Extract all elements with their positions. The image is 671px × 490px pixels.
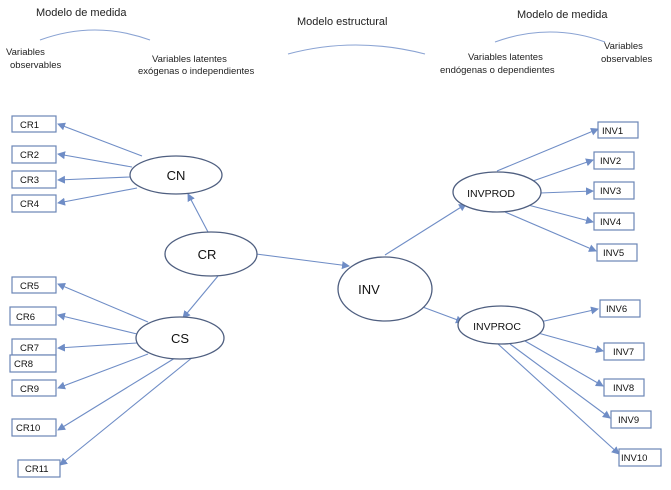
indicator-cr8: CR8: [9, 354, 57, 373]
header-left: Modelo de medida: [36, 7, 127, 19]
edge-cn-cr3: [57, 175, 131, 184]
indicator-inv6: INV6: [599, 299, 641, 318]
edge-invprod-inv3: [539, 187, 594, 196]
edge-cr-inv: [255, 253, 350, 270]
brace-center: [287, 44, 426, 55]
indicator-cr9: CR9: [11, 379, 57, 397]
left-latent-line2: exógenas o independientes: [138, 66, 254, 77]
indicator-inv5: INV5: [596, 243, 638, 262]
svg-text:CR6: CR6: [16, 312, 35, 323]
edge-cs-cr5: [57, 283, 149, 323]
edge-invproc-inv9: [509, 343, 611, 419]
header-right: Modelo de medida: [517, 9, 608, 21]
indicator-inv2: INV2: [593, 151, 635, 170]
edge-cn-cr2: [57, 151, 133, 168]
indicator-cr1: CR1: [11, 115, 57, 133]
svg-text:INV5: INV5: [603, 248, 624, 259]
svg-text:CR4: CR4: [20, 199, 39, 210]
edge-cn-cr4: [57, 187, 138, 206]
svg-text:INV3: INV3: [600, 186, 621, 197]
svg-text:CR2: CR2: [20, 150, 39, 161]
left-observed-line1: Variables: [6, 47, 45, 58]
latent-cn-label: CN: [167, 168, 186, 183]
brace-left: [39, 29, 151, 41]
edge-cs-cr11: [59, 356, 194, 466]
svg-text:INV8: INV8: [613, 383, 634, 394]
edge-inv-invproc: [419, 305, 464, 324]
latent-invprod: INVPROD: [452, 171, 542, 213]
right-latent-line2: endógenas o dependientes: [440, 65, 555, 76]
indicator-inv4: INV4: [593, 212, 635, 231]
svg-text:CR8: CR8: [14, 359, 33, 370]
latent-inv-label: INV: [358, 282, 380, 297]
brace-right: [494, 31, 606, 43]
header-center: Modelo estructural: [297, 16, 388, 28]
indicator-inv3: INV3: [593, 181, 635, 200]
svg-text:INV7: INV7: [613, 347, 634, 358]
svg-text:CR3: CR3: [20, 175, 39, 186]
latent-cs-label: CS: [171, 331, 189, 346]
svg-text:INV6: INV6: [606, 304, 627, 315]
left-observed-line2: observables: [10, 60, 61, 71]
indicator-cr3: CR3: [11, 170, 57, 189]
svg-text:CR10: CR10: [16, 423, 40, 434]
indicator-inv10: INV10: [618, 448, 662, 467]
indicator-cr6: CR6: [9, 306, 57, 326]
right-observed-line1: Variables: [604, 41, 643, 52]
edge-invprod-inv2: [529, 158, 594, 183]
indicator-cr5: CR5: [11, 276, 57, 294]
edge-cr-cn: [187, 193, 209, 233]
svg-text:CR7: CR7: [20, 343, 39, 354]
edge-inv-invprod: [384, 203, 467, 256]
edge-invprod-inv5: [504, 211, 597, 252]
indicator-inv8: INV8: [603, 378, 645, 397]
indicator-cr10: CR10: [11, 418, 57, 437]
svg-text:INV10: INV10: [621, 453, 647, 464]
svg-text:INV9: INV9: [618, 415, 639, 426]
svg-text:INV2: INV2: [600, 156, 621, 167]
edge-invprod-inv1: [496, 127, 599, 172]
right-latent-line1: Variables latentes: [468, 52, 543, 63]
latent-inv: INV: [337, 256, 433, 322]
latent-invproc: INVPROC: [457, 305, 545, 345]
svg-text:CR11: CR11: [25, 464, 49, 475]
indicator-cr4: CR4: [11, 194, 57, 213]
left-latent-line1: Variables latentes: [152, 54, 227, 65]
edge-cn-cr1: [57, 122, 143, 157]
indicator-inv1: INV1: [597, 121, 639, 139]
edge-cs-cr7: [57, 342, 138, 352]
indicator-inv9: INV9: [610, 410, 652, 429]
indicator-cr7: CR7: [11, 338, 57, 356]
latent-invprod-label: INVPROD: [467, 188, 515, 200]
svg-text:CR5: CR5: [20, 281, 39, 292]
indicator-cr11: CR11: [17, 459, 61, 478]
right-observed-line2: observables: [601, 54, 652, 65]
latent-cn: CN: [129, 155, 223, 195]
edge-invproc-inv6: [539, 306, 599, 323]
latent-invproc-label: INVPROC: [473, 321, 521, 333]
edge-cs-cr6: [57, 312, 138, 335]
latent-cs: CS: [135, 316, 225, 360]
edge-cs-cr9: [57, 353, 149, 390]
edge-invprod-inv4: [527, 204, 594, 225]
indicator-inv7: INV7: [603, 342, 645, 361]
svg-text:CR1: CR1: [20, 120, 39, 131]
indicator-cr2: CR2: [11, 145, 57, 164]
latent-cr-label: CR: [198, 247, 217, 262]
svg-text:INV1: INV1: [602, 126, 623, 137]
edge-invproc-inv8: [524, 340, 604, 387]
edge-cs-cr10: [57, 357, 176, 431]
edge-invproc-inv10: [497, 343, 620, 455]
edge-cr-cs: [182, 275, 219, 319]
svg-text:CR9: CR9: [20, 384, 39, 395]
svg-text:INV4: INV4: [600, 217, 621, 228]
latent-cr: CR: [164, 231, 258, 277]
edge-invproc-inv7: [537, 332, 604, 353]
